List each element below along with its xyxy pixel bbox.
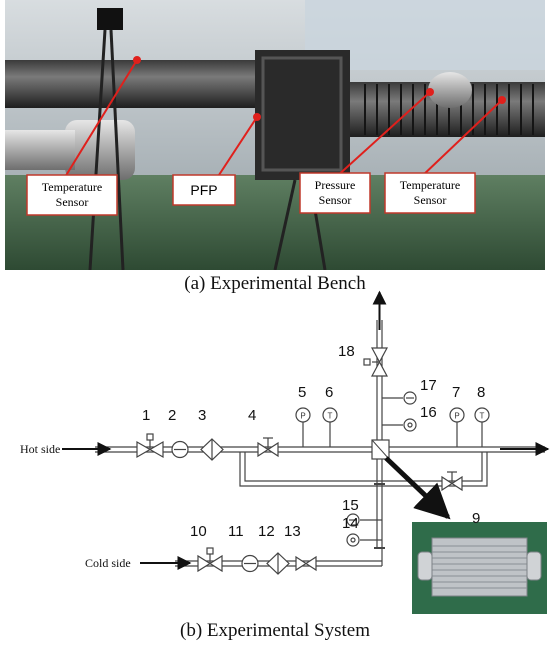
label-15: 15: [342, 497, 359, 514]
label-17: 17: [420, 377, 437, 394]
label-13: 13: [284, 523, 301, 540]
label-pressure-sensor: Pressure Sensor: [299, 172, 371, 214]
valve-9: [441, 471, 463, 492]
valve-4: [257, 437, 279, 458]
svg-text:T: T: [480, 412, 485, 421]
label-2: 2: [168, 407, 176, 424]
sensor-marker-temp-left: [133, 56, 141, 64]
heat-exchanger-photo: [412, 522, 547, 614]
filter-12: [266, 552, 290, 575]
label-6: 6: [325, 384, 333, 401]
sensor-marker-temp-right: [498, 96, 506, 104]
label-pfp: PFP: [172, 174, 236, 206]
svg-text:Sensor: Sensor: [319, 193, 352, 207]
label-18: 18: [338, 343, 355, 360]
sensor-17: [403, 391, 417, 405]
sensor-pointer-lines: [61, 59, 503, 183]
temperature-gauge-6: T: [322, 407, 338, 423]
caption-experimental-system: (b) Experimental System: [180, 620, 370, 641]
photo-steel-duct-left: [5, 130, 75, 170]
svg-text:Temperature: Temperature: [42, 180, 102, 194]
photo-pfp-box: [255, 50, 350, 180]
svg-text:PFP: PFP: [190, 182, 217, 198]
photo-flange: [428, 72, 472, 108]
hot-side-label: Hot side: [20, 442, 60, 456]
label-5: 5: [298, 384, 306, 401]
temperature-gauge-8: T: [474, 407, 490, 423]
label-temperature-sensor-left: Temperature Sensor: [26, 174, 118, 216]
label-12: 12: [258, 523, 275, 540]
experimental-bench-photo: Temperature Sensor PFP Pressure Sensor T…: [5, 0, 545, 270]
label-1: 1: [142, 407, 150, 424]
valve-10: [197, 547, 223, 573]
svg-text:P: P: [300, 412, 305, 421]
photo-pfp-frame: [261, 56, 343, 172]
valve-1: [136, 433, 164, 459]
sensor-marker-pfp: [253, 113, 261, 121]
label-9: 9: [472, 510, 480, 527]
caption-experimental-bench: (a) Experimental Bench: [184, 273, 366, 294]
label-14: 14: [342, 515, 359, 532]
experimental-system-schematic: P T P T: [20, 290, 550, 614]
valve-13: [295, 555, 317, 572]
filter-3: [200, 438, 224, 461]
sensor-marker-pressure: [426, 88, 434, 96]
svg-text:Temperature: Temperature: [400, 178, 460, 192]
pressure-gauge-7: P: [449, 407, 465, 423]
valve-18: [363, 347, 389, 377]
flow-meter-2: [171, 440, 189, 459]
sensor-14: [346, 533, 360, 547]
label-7: 7: [452, 384, 460, 401]
label-3: 3: [198, 407, 206, 424]
svg-text:P: P: [454, 412, 459, 421]
svg-text:Pressure: Pressure: [315, 178, 356, 192]
bypass-loop: [239, 452, 488, 487]
label-16: 16: [420, 404, 437, 421]
svg-text:Sensor: Sensor: [414, 193, 447, 207]
svg-text:T: T: [328, 412, 333, 421]
flow-meter-11: [241, 554, 259, 573]
heat-exchanger-pointer-arrow: [384, 456, 451, 520]
label-10: 10: [190, 523, 207, 540]
cold-side-label: Cold side: [85, 556, 131, 570]
pressure-gauge-5: P: [295, 407, 311, 423]
sensor-16: [403, 418, 417, 432]
svg-text:Sensor: Sensor: [56, 195, 89, 209]
label-4: 4: [248, 407, 256, 424]
label-11: 11: [228, 523, 244, 540]
sensor-15: [346, 513, 360, 527]
photo-left-pipe: [5, 60, 265, 108]
photo-camera: [97, 8, 123, 30]
label-8: 8: [477, 384, 485, 401]
label-temperature-sensor-right: Temperature Sensor: [384, 172, 476, 214]
